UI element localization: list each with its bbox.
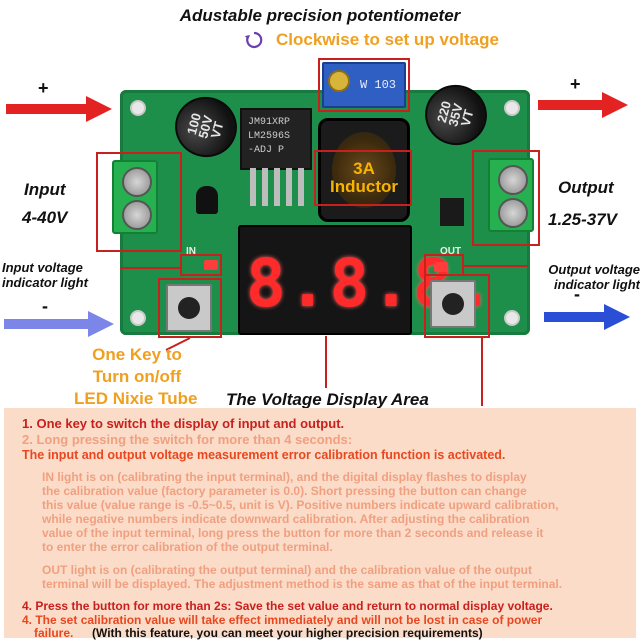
info-para-in-5: value of the input terminal, long press …: [42, 526, 544, 540]
input-button-callout-box: [158, 278, 222, 338]
input-plus-arrow-icon: [6, 96, 112, 122]
diode: [440, 198, 464, 226]
input-terminal-callout-box: [96, 152, 182, 252]
input-indicator-led: [204, 260, 218, 270]
info-line-6b: (With this feature, you can meet your hi…: [92, 626, 483, 640]
info-para-out-1: OUT light is on (calibrating the output …: [42, 563, 533, 577]
pot-callout-box: [318, 58, 410, 112]
input-minus-sign: -: [42, 296, 48, 316]
callout-lines: [120, 265, 528, 406]
info-para-in-3: this value (value range is -0.5~0.5, uni…: [42, 498, 559, 512]
screw-icon: [498, 165, 528, 195]
info-para-in-6: to enter the error calibration of the ou…: [42, 540, 333, 554]
silk-in: IN: [186, 246, 196, 257]
output-plus-sign: +: [570, 74, 581, 94]
output-plus-arrow-icon: [538, 92, 628, 118]
inductor-callout-box: [314, 150, 412, 206]
info-line-1: 1. One key to switch the display of inpu…: [22, 416, 345, 431]
info-panel: 1. One key to switch the display of inpu…: [4, 408, 636, 640]
clockwise-arrow-icon: [245, 31, 263, 49]
transistor: [196, 186, 218, 214]
info-line-6a: failure.: [34, 626, 74, 640]
screw-icon: [498, 198, 528, 228]
mount-hole: [130, 100, 146, 116]
one-key-label: One Key to Turn on/off: [92, 345, 182, 386]
output-switch-button[interactable]: [430, 280, 476, 328]
led-tube-label: LED Nixie Tube: [74, 389, 198, 408]
header-subtitle: Clockwise to set up voltage: [276, 30, 499, 49]
screw-icon: [122, 200, 152, 230]
info-para-out-2: terminal will be displayed. The adjustme…: [42, 577, 563, 591]
info-para-in-1: IN light is on (calibrating the input te…: [42, 470, 527, 484]
mount-hole: [504, 310, 520, 326]
info-line-3: The input and output voltage measurement…: [22, 448, 506, 462]
display-area-label: The Voltage Display Area: [226, 390, 429, 409]
input-terminal: [112, 160, 158, 234]
input-range: 4-40V: [22, 208, 68, 227]
input-indicator-label: Input voltage indicator light: [2, 260, 88, 290]
info-para-in-4: while negative numbers indicate downward…: [42, 512, 530, 526]
input-title: Input: [24, 180, 66, 199]
chip-pins: [250, 168, 304, 208]
mount-hole: [504, 100, 520, 116]
header-title: Adustable precision potentiometer: [179, 6, 461, 25]
output-minus-arrow-icon: [544, 304, 630, 330]
potentiometer-screw-icon[interactable]: [328, 70, 350, 92]
input-led-callout-box: [180, 254, 222, 276]
output-indicator-label: Output voltage indicator light: [548, 262, 640, 292]
regulator-chip: JM91XRP LM2596S -ADJ P: [240, 108, 312, 170]
mount-hole: [130, 310, 146, 326]
screw-icon: [122, 167, 152, 197]
silk-out: OUT: [440, 246, 462, 257]
inductor-label: 3A Inductor: [330, 159, 398, 196]
output-minus-sign: -: [574, 284, 580, 304]
info-line-5: 4. The set calibration value will take e…: [22, 613, 543, 627]
output-indicator-led: [434, 262, 448, 272]
info-para-in-2: the calibration value (factory parameter…: [42, 484, 527, 498]
output-title: Output: [558, 178, 614, 197]
input-plus-sign: +: [38, 78, 49, 98]
led-display: 8.8.8.: [238, 225, 494, 335]
output-range: 1.25-37V: [548, 210, 617, 229]
output-terminal: [488, 158, 534, 232]
input-switch-button[interactable]: [166, 284, 212, 332]
info-line-4: 4. Press the button for more than 2s: Sa…: [22, 599, 553, 613]
input-minus-arrow-icon: [4, 311, 114, 337]
inductor-core: [332, 132, 396, 208]
output-terminal-callout-box: [472, 150, 540, 246]
info-line-2: 2. Long pressing the switch for more tha…: [22, 432, 353, 447]
